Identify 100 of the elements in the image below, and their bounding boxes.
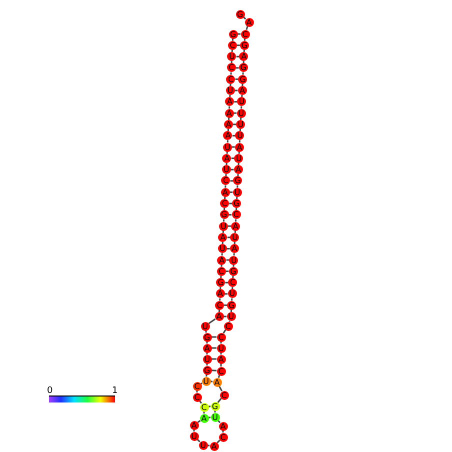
nucleotide-circle: A	[216, 289, 225, 298]
base-pair-line	[211, 370, 217, 372]
nucleotide-circle: C	[218, 432, 228, 442]
nucleotide-circle: A	[212, 378, 222, 386]
base-pair-line	[236, 67, 239, 69]
nucleotide-circle: C	[226, 74, 236, 84]
nucleotide-circle: U	[226, 312, 236, 321]
nucleotide-circle: A	[224, 108, 234, 118]
nucleotide-circle: C	[226, 63, 236, 72]
nucleotide-circle: C	[228, 278, 238, 288]
nucleotide-circle: A	[217, 256, 226, 264]
backbone-line	[233, 253, 235, 256]
nucleotide-circle: A	[224, 120, 234, 129]
backbone-line	[226, 140, 228, 143]
base-pair-line	[234, 101, 238, 103]
nucleotide-circle: U	[202, 354, 212, 364]
base-pair-line	[212, 358, 216, 360]
nucleotide-circle: U	[229, 256, 238, 264]
nucleotide-circle: A	[214, 312, 224, 321]
base-pair-line	[236, 44, 240, 46]
nucleotide-circle: G	[220, 210, 229, 220]
backbone-line	[221, 253, 223, 256]
nucleotide-circle: A	[230, 222, 240, 231]
base-pair-line	[226, 248, 230, 250]
nucleotide-circle: G	[232, 199, 242, 208]
nucleotide-circle: A	[202, 344, 212, 352]
backbone-line	[222, 329, 226, 334]
nucleotide-circle: C	[221, 176, 230, 186]
nucleotide-circle: U	[202, 376, 210, 386]
nucleotide-circle: C	[224, 322, 232, 330]
nucleotide-circle: G	[236, 10, 244, 18]
nucleotide-circle: A	[222, 154, 232, 163]
nucleotide-circle: A	[218, 422, 228, 430]
nucleotide-circle: G	[202, 366, 212, 374]
backbone-line	[196, 438, 200, 442]
nucleotide-circle: A	[190, 420, 198, 430]
base-pair-line	[224, 304, 228, 306]
base-pair-line	[230, 180, 234, 182]
backbone-line	[217, 398, 222, 403]
nucleotide-circle: C	[240, 30, 250, 38]
nucleotide-circle: U	[218, 222, 228, 231]
nucleotide-circle: A	[223, 131, 232, 140]
nucleotide-circle: G	[240, 40, 249, 50]
base-pair-line	[228, 225, 231, 227]
nucleotide-circle: C	[215, 300, 224, 310]
base-pair-line	[232, 146, 235, 148]
nucleotide-circle: C	[232, 210, 241, 220]
base-pair-line	[212, 347, 216, 349]
nucleotide-circle: A	[234, 165, 243, 174]
base-pair-line	[212, 336, 216, 338]
nucleotide-circle: U	[230, 232, 240, 242]
base-pair-line	[225, 282, 228, 284]
scale-value: 0	[47, 386, 53, 396]
nucleotide-circle: U	[237, 97, 246, 106]
nucleotide-circle: C	[228, 40, 237, 50]
nucleotide-circle: U	[232, 188, 242, 197]
nucleotide-circle: U	[198, 440, 208, 450]
nucleotide-circle: G	[233, 176, 242, 186]
nucleotide-circle: G	[216, 278, 226, 288]
nucleotide-circle: U	[234, 154, 244, 163]
backbone-line	[216, 440, 220, 444]
nucleotide-circle: U	[226, 86, 235, 95]
nucleotide-circle: C	[220, 199, 230, 208]
nucleotide-circle: U	[227, 52, 236, 62]
nucleotide-circle: C	[192, 382, 202, 390]
nucleotide-circle: C	[216, 266, 226, 276]
nucleotide-circle: A	[225, 97, 234, 106]
nucleotide-circle: A	[200, 414, 208, 422]
nucleotide-circle: A	[216, 354, 226, 364]
backbone-line	[238, 140, 240, 143]
nucleotide-circle: C	[192, 392, 202, 402]
nucleotide-circle: C	[216, 366, 226, 376]
nucleotide-circle: G	[210, 402, 220, 410]
nucleotide-circle: G	[228, 266, 238, 276]
nucleotide-circle: U	[216, 344, 226, 352]
nucleotide-circle: A	[239, 52, 248, 62]
nucleotide-circle: A	[230, 244, 239, 254]
base-pair-line	[229, 202, 232, 204]
nucleotide-circle: U	[218, 244, 227, 254]
nucleotide-circle: C	[200, 402, 208, 412]
nucleotide-circle: U	[222, 142, 232, 152]
nucleotide-circle: U	[210, 412, 220, 422]
nucleotide-circle: C	[216, 332, 226, 342]
base-pair-line	[230, 168, 234, 170]
nucleotide-circle: U	[222, 165, 231, 174]
nucleotide-circle: G	[227, 300, 236, 310]
scale-value: 1	[112, 386, 118, 396]
nucleotide-circle: U	[228, 289, 237, 298]
nucleotide-circle: C	[220, 390, 228, 400]
nucleotide-circle: A	[234, 142, 244, 152]
nucleotide-circle: A	[220, 188, 230, 197]
nucleotide-circle: U	[236, 108, 246, 118]
base-pair-line	[233, 124, 236, 126]
nucleotide-circle: U	[235, 131, 244, 140]
nucleotide-circle: G	[202, 332, 212, 342]
nucleotide-circle: G	[228, 30, 238, 38]
nucleotide-circle: A	[210, 442, 218, 450]
backbone-line	[208, 318, 216, 324]
nucleotide-circle: G	[238, 74, 248, 84]
nucleotide-circle: U	[190, 432, 198, 440]
